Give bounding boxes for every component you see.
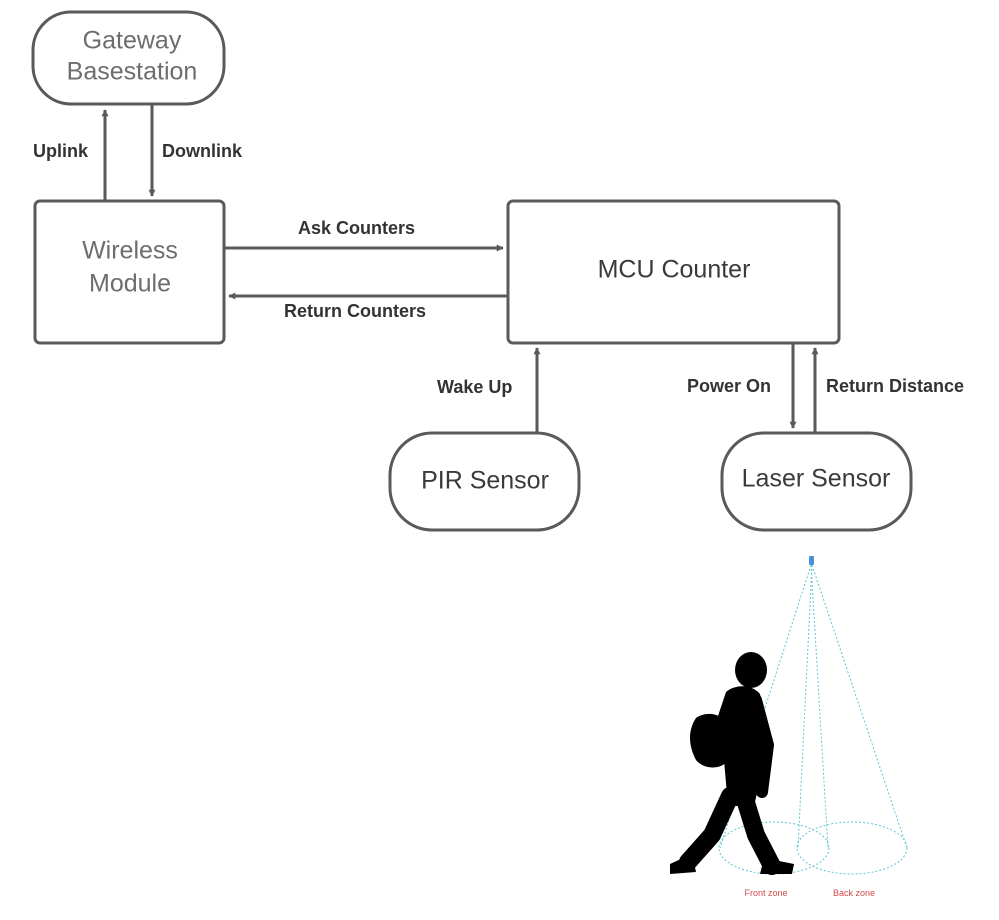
- mcu-label: MCU Counter: [598, 256, 751, 284]
- ask-counters-label: Ask Counters: [298, 218, 415, 238]
- downlink-label: Downlink: [162, 141, 243, 161]
- front-zone-label: Front zone: [744, 888, 787, 898]
- uplink-label: Uplink: [33, 141, 89, 161]
- pir-label: PIR Sensor: [421, 467, 549, 495]
- wireless-label-line1: Wireless: [82, 237, 178, 265]
- back-zone-ellipse: [796, 821, 908, 875]
- wake-up-label: Wake Up: [437, 377, 512, 397]
- laser-sensor-node: Laser Sensor: [720, 431, 913, 532]
- laser-device-icon: [809, 556, 814, 565]
- power-on-label: Power On: [687, 376, 771, 396]
- return-distance-label: Return Distance: [826, 376, 964, 396]
- gateway-basestation-node: Gateway Basestation: [31, 10, 226, 106]
- return-counters-label: Return Counters: [284, 301, 426, 321]
- pir-sensor-node: PIR Sensor: [388, 431, 581, 532]
- walking-person-icon: [670, 652, 794, 875]
- front-zone-beam: [719, 564, 829, 849]
- wireless-module-node: Wireless Module: [33, 199, 226, 345]
- wireless-label-line2: Module: [89, 270, 171, 298]
- gateway-label-line1: Gateway: [83, 27, 182, 55]
- back-zone-beam: [797, 564, 908, 849]
- gateway-label-line2: Basestation: [67, 58, 198, 86]
- laser-label: Laser Sensor: [742, 465, 891, 493]
- laser-beam-illustration: Front zone Back zone: [718, 556, 908, 898]
- back-zone-label: Back zone: [833, 888, 875, 898]
- mcu-counter-node: MCU Counter: [506, 199, 841, 345]
